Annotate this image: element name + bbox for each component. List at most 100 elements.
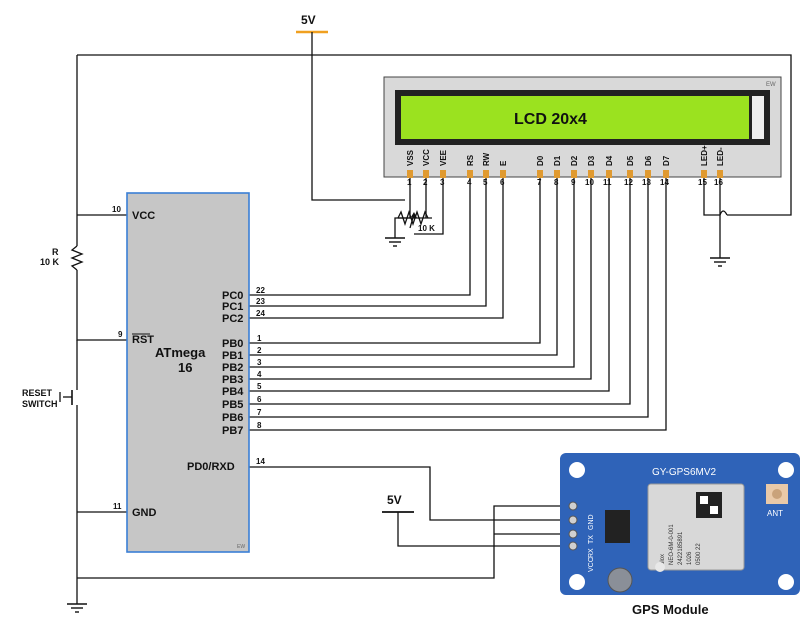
mcu-pb-label: PB1 <box>222 350 243 362</box>
pot-label: 10 K <box>418 224 435 233</box>
mcu-pb-num: 7 <box>257 408 262 417</box>
mcu-rxd-num: 14 <box>256 457 265 466</box>
gps-chip-line: NEO-6M-0-001 <box>669 524 675 565</box>
lcd-pin-name: D6 <box>644 155 653 166</box>
reset-label-line2: SWITCH <box>22 399 58 409</box>
lcd-pin-name: LED- <box>716 147 725 166</box>
lcd-pin-number: 15 <box>698 178 707 187</box>
mcu-pb-label: PB4 <box>222 386 244 398</box>
reset-switch: RESET SWITCH <box>22 385 78 410</box>
mcu-pc-num: 23 <box>256 297 265 306</box>
lcd-module: LCD 20x4 EW VSS1VCC2VEE3RS4RW5E6D07D18D2… <box>383 76 782 187</box>
lcd-screen <box>401 96 749 139</box>
gps-ant-label: ANT <box>767 509 783 518</box>
lcd-pin-name: VCC <box>422 149 431 166</box>
mcu-rst-label: RST <box>132 334 154 346</box>
lcd-pin-8 <box>554 170 560 178</box>
lcd-pin-number: 8 <box>554 178 559 187</box>
lcd-pin-6 <box>500 170 506 178</box>
lcd-pin-number: 5 <box>483 178 488 187</box>
mcu-vcc-num: 10 <box>112 205 121 214</box>
lcd-pin-3 <box>440 170 446 178</box>
mcu-tag: EW <box>237 544 245 550</box>
mcu-atmega16: ATmega 16 EW VCC 10 RST 9 GND 11 PC0 22PC… <box>112 192 265 553</box>
mcu-pb-num: 8 <box>257 421 262 430</box>
lcd-pin-name: RS <box>466 154 475 166</box>
lcd-pin-5 <box>483 170 489 178</box>
lcd-pin-15 <box>701 170 707 178</box>
lcd-pin-11 <box>606 170 612 178</box>
mcu-pb-label: PB3 <box>222 374 243 386</box>
lcd-pin-13 <box>645 170 651 178</box>
mcu-name-line2: 16 <box>178 360 192 375</box>
supply-gps-label: 5V <box>387 493 402 507</box>
lcd-pin-number: 10 <box>585 178 594 187</box>
mcu-gnd-num: 11 <box>113 502 122 511</box>
lcd-pin-name: VEE <box>439 149 448 166</box>
potentiometer: 10 K <box>397 209 435 233</box>
mcu-pb-num: 5 <box>257 382 262 391</box>
supply-top-label: 5V <box>301 13 316 27</box>
gps-pin-label: GND <box>588 514 595 530</box>
gps-pin-hole <box>568 541 578 551</box>
mcu-pb-num: 4 <box>257 370 262 379</box>
gps-chip-line: blox <box>660 554 666 565</box>
gps-qr-icon <box>696 492 722 518</box>
gps-caption: GPS Module <box>632 602 709 617</box>
resistor-name: R <box>52 247 59 257</box>
gps-pin-label: TX <box>588 535 595 544</box>
gps-pin-hole <box>568 515 578 525</box>
lcd-pin-2 <box>423 170 429 178</box>
mcu-body <box>126 192 250 553</box>
lcd-pin-name: RW <box>482 152 491 166</box>
lcd-pin-number: 13 <box>642 178 651 187</box>
lcd-pin-name: LED+ <box>700 145 709 166</box>
mcu-pc-num: 22 <box>256 286 265 295</box>
lcd-pin-name: VSS <box>406 149 415 166</box>
lcd-pin-1 <box>407 170 413 178</box>
gps-regulator <box>605 510 630 543</box>
lcd-tag: EW <box>766 82 776 88</box>
lcd-pin-number: 4 <box>467 178 472 187</box>
gps-chip-line: 0500 22 <box>696 543 702 565</box>
mcu-pb-label: PB6 <box>222 412 243 424</box>
mcu-pb-label: PB5 <box>222 399 243 411</box>
lcd-pin-number: 9 <box>571 178 576 187</box>
lcd-pin-name: D0 <box>536 155 545 166</box>
lcd-title: LCD 20x4 <box>514 111 587 128</box>
mcu-pb-num: 1 <box>257 334 262 343</box>
lcd-pin-14 <box>663 170 669 178</box>
lcd-pin-name: D4 <box>605 155 614 166</box>
mcu-name-line1: ATmega <box>155 345 206 360</box>
lcd-pin-name: D7 <box>662 155 671 166</box>
lcd-pin-16 <box>717 170 723 178</box>
lcd-pin-name: D5 <box>626 155 635 166</box>
mcu-pb-num: 3 <box>257 358 262 367</box>
lcd-pin-number: 16 <box>714 178 723 187</box>
lcd-pin-7 <box>537 170 543 178</box>
lcd-pin-number: 6 <box>500 178 505 187</box>
mcu-pb-label: PB0 <box>222 338 243 350</box>
lcd-pin-name: D3 <box>587 155 596 166</box>
mcu-pc-label: PC2 <box>222 313 243 325</box>
reset-label-line1: RESET <box>22 388 53 398</box>
mcu-vcc-label: VCC <box>132 210 155 222</box>
gps-chip-line: 2422185891 <box>678 531 684 565</box>
lcd-pin-4 <box>467 170 473 178</box>
mcu-pb-label: PB7 <box>222 425 243 437</box>
mcu-pc-label: PC0 <box>222 290 243 302</box>
lcd-pin-number: 1 <box>407 178 412 187</box>
mcu-rst-num: 9 <box>118 330 123 339</box>
gps-battery <box>607 567 633 593</box>
mcu-pb-label: PB2 <box>222 362 243 374</box>
lcd-pin-number: 7 <box>537 178 542 187</box>
gps-pin-hole <box>568 529 578 539</box>
gps-pin-label: VCC <box>588 557 595 572</box>
mcu-pc-label: PC1 <box>222 301 243 313</box>
wires <box>76 40 792 604</box>
mcu-gnd-label: GND <box>132 507 157 519</box>
lcd-pin-12 <box>627 170 633 178</box>
